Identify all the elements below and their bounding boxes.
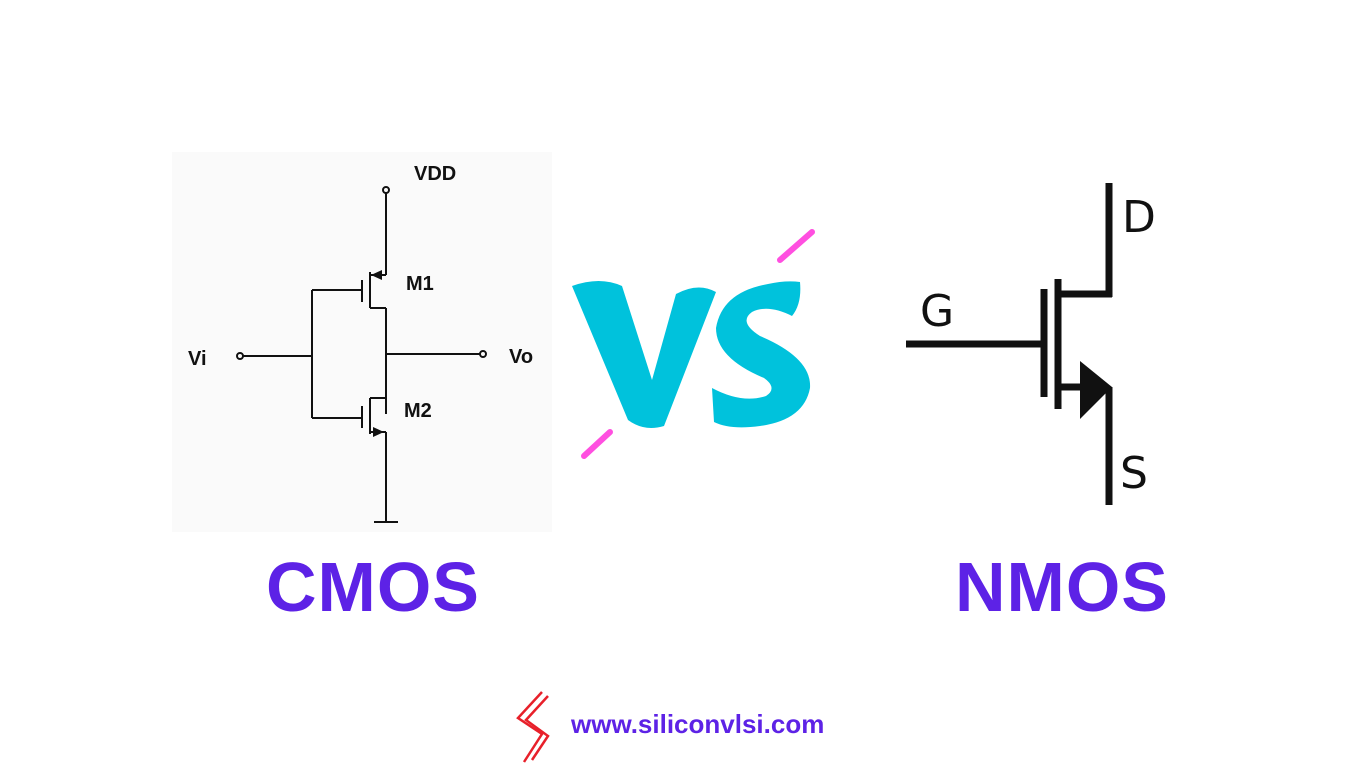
vdd-label: VDD: [414, 163, 457, 185]
cmos-schematic-panel: VDD M1 M2 Vi Vo: [172, 152, 552, 532]
siliconvlsi-logo-icon: [516, 691, 550, 763]
m2-arrow-icon: [373, 427, 384, 437]
vs-letter-s: [712, 281, 811, 428]
footer-url-link[interactable]: www.siliconvlsi.com: [571, 709, 825, 739]
vi-terminal: [236, 352, 244, 360]
accent-stroke-top: [777, 229, 815, 263]
cmos-inverter-schematic: [236, 186, 487, 523]
m2-label: M2: [404, 400, 432, 422]
vi-label: Vi: [188, 348, 207, 370]
vs-letter-v: [572, 281, 716, 428]
nmos-title: NMOS: [955, 548, 1169, 626]
accent-stroke-bottom: [581, 429, 613, 459]
cmos-title: CMOS: [266, 548, 480, 626]
vs-graphic: [572, 229, 815, 459]
source-label: S: [1120, 448, 1148, 499]
vo-label: Vo: [509, 346, 534, 368]
vdd-terminal: [382, 186, 390, 194]
source-arrow-icon: [1080, 361, 1112, 419]
drain-label: D: [1122, 192, 1156, 243]
m1-arrow-icon: [371, 270, 382, 280]
vo-terminal: [479, 350, 487, 358]
nmos-symbol: [906, 183, 1113, 505]
m1-label: M1: [406, 273, 434, 295]
gate-label: G: [920, 286, 955, 337]
